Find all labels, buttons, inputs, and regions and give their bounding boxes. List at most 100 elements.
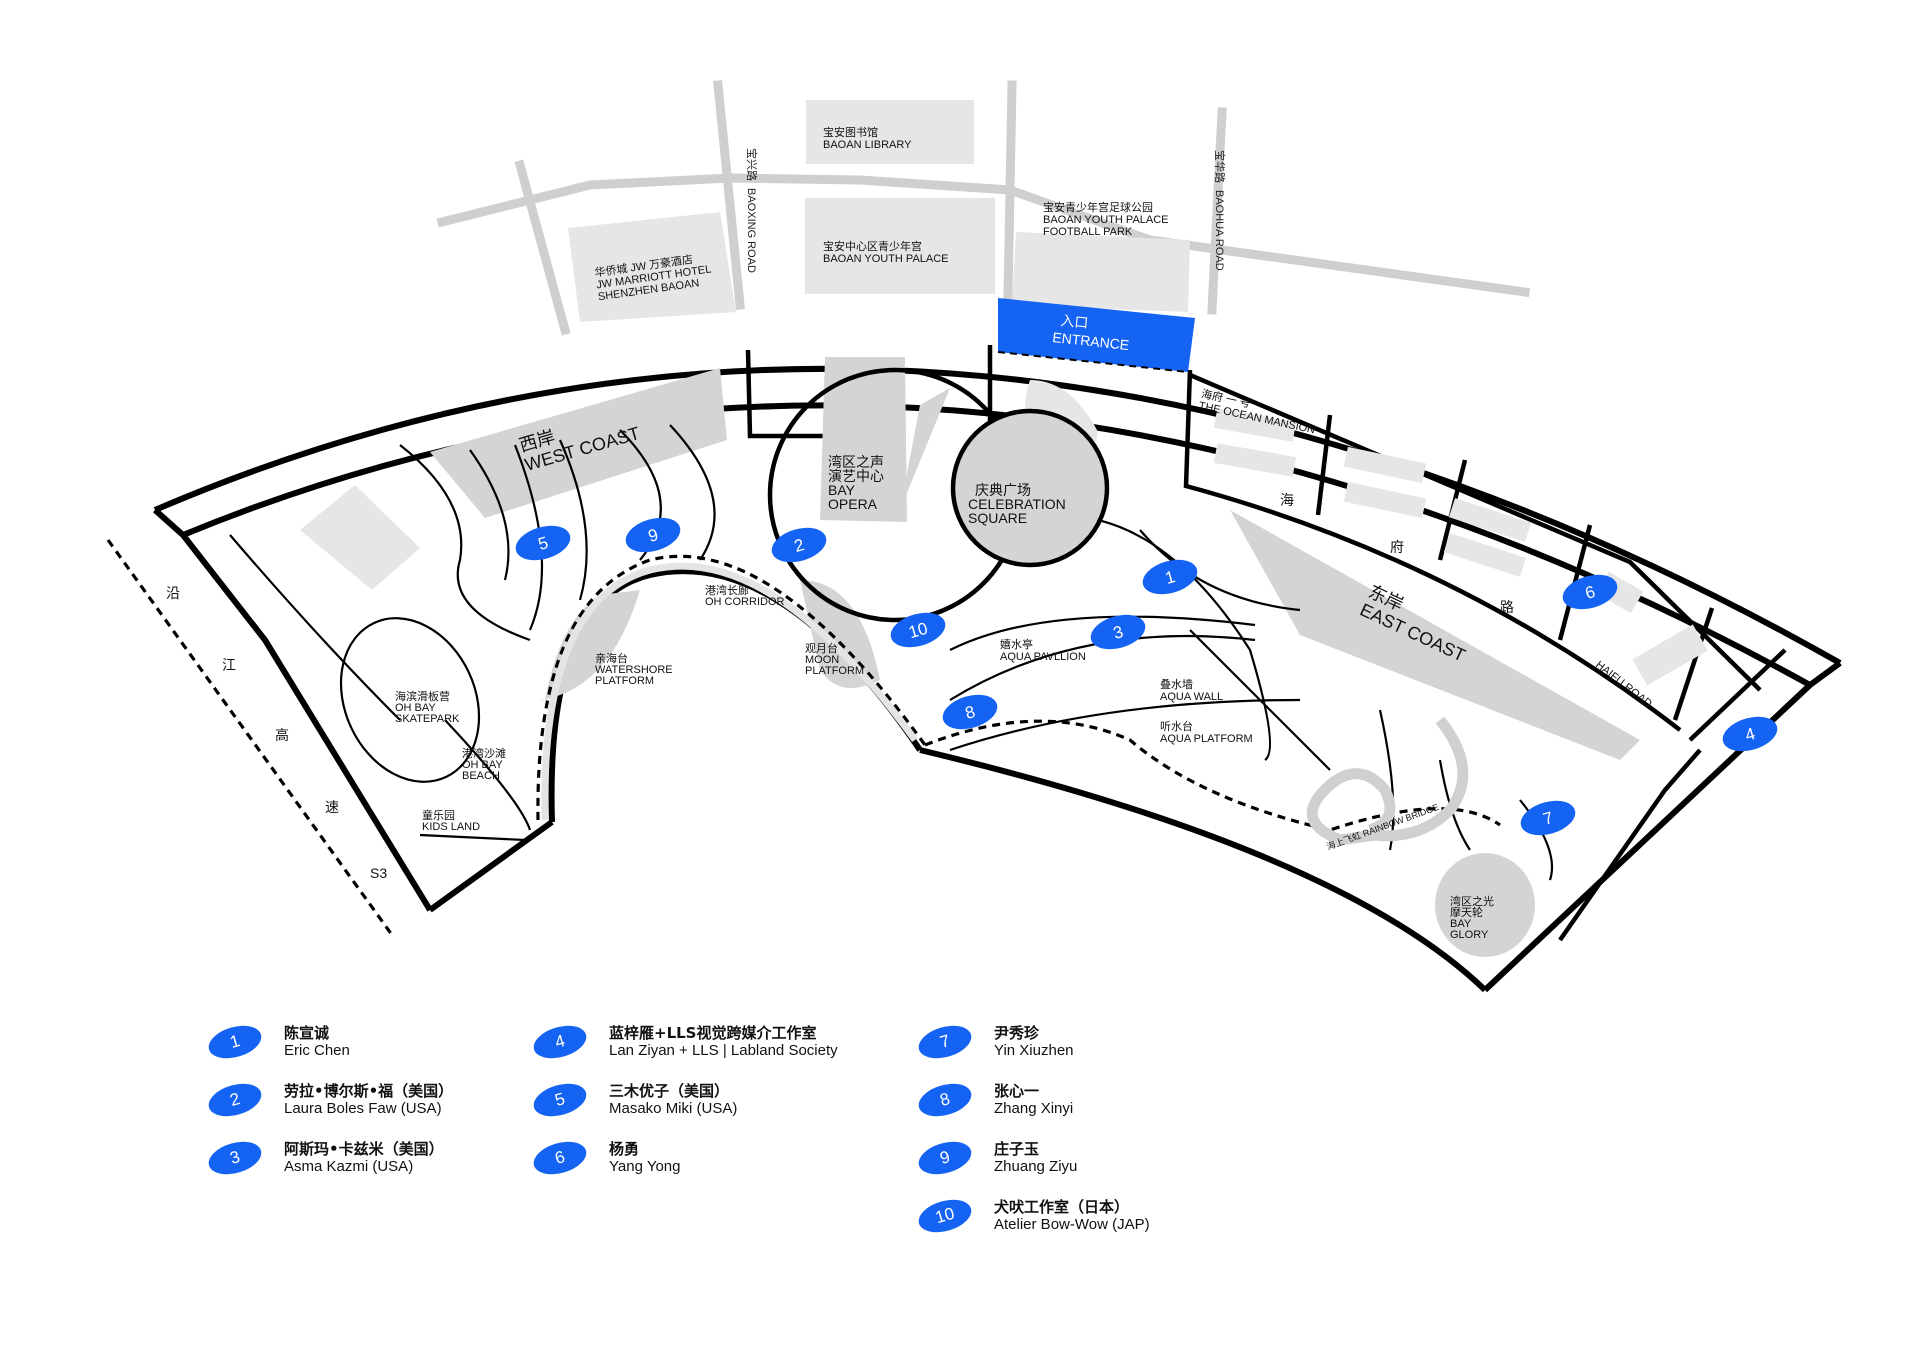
library-label-zh: 宝安图书馆 <box>823 125 878 139</box>
legend-badge: 6 <box>529 1136 591 1180</box>
legend-artist-en: Yin Xiuzhen <box>994 1042 1074 1059</box>
legend-badge: 1 <box>204 1020 266 1064</box>
square-label-en2: SQUARE <box>968 510 1027 526</box>
legend-badge: 10 <box>914 1194 976 1238</box>
legend-artist-zh: 杨勇 <box>609 1140 640 1158</box>
square-label-en1: CELEBRATION <box>968 496 1066 512</box>
skatepark-label-zh: 海滨滑板营 <box>395 689 450 703</box>
marker-shape <box>1722 716 1778 752</box>
marker-shape <box>771 527 827 563</box>
football-label-en2: FOOTBALL PARK <box>1043 226 1133 238</box>
marker-8[interactable]: 8 <box>939 689 1002 735</box>
watershore-platform <box>540 590 640 700</box>
legend-artist-zh: 三木优子（美国） <box>609 1082 730 1100</box>
opera-label-zh1: 湾区之声 <box>828 454 884 470</box>
corridor-label-zh: 港湾长廊 <box>705 583 749 597</box>
legend-item-3: 3 阿斯玛•卡兹米（美国）Asma Kazmi (USA) <box>204 1136 444 1180</box>
legend-badge: 2 <box>204 1078 266 1122</box>
legend-artist-en: Yang Yong <box>609 1158 681 1175</box>
s3-label-3: 高 <box>275 727 289 743</box>
legend-artist-zh: 庄子玉 <box>994 1140 1040 1158</box>
legend-artist-en: Zhang Xinyi <box>994 1100 1074 1117</box>
garden-paths <box>229 424 1554 881</box>
skatepark-label-en1: OH BAY <box>395 702 436 714</box>
opera-label-zh2: 演艺中心 <box>828 468 884 484</box>
legend-artist-zh: 阿斯玛•卡兹米（美国） <box>284 1140 444 1158</box>
haifu-road-3: 路 <box>1500 599 1514 615</box>
aqua-wall-label-en: AQUA WALL <box>1160 691 1223 703</box>
artwork-markers[interactable]: 1 2 3 4 5 6 7 8 9 10 <box>512 512 1782 841</box>
east-coast-zone <box>1230 510 1640 760</box>
moon-label-en1: MOON <box>805 654 839 666</box>
square-label-zh: 庆典广场 <box>975 482 1031 498</box>
corridor-label-en: OH CORRIDOR <box>705 596 785 608</box>
marker-shape <box>1520 800 1576 836</box>
pavilion-label-zh: 嬉水亭 <box>1000 637 1033 651</box>
marker-4[interactable]: 4 <box>1719 711 1782 757</box>
marker-shape <box>515 525 571 561</box>
legend-artist-zh: 蓝梓雁+LLS视觉跨媒介工作室 <box>609 1024 817 1042</box>
haifu-road-2: 府 <box>1390 539 1404 555</box>
marker-2[interactable]: 2 <box>768 522 831 568</box>
s3-label-1: 沿 <box>166 585 180 601</box>
moon-label-en2: PLATFORM <box>805 665 864 677</box>
legend-artist-zh: 劳拉•博尔斯•福（美国） <box>284 1082 454 1100</box>
legend-artist-en: Asma Kazmi (USA) <box>284 1158 414 1175</box>
aqua-platform-label-en: AQUA PLATFORM <box>1160 733 1253 745</box>
legend-badge: 4 <box>529 1020 591 1064</box>
marker-5[interactable]: 5 <box>512 520 575 566</box>
s3-label-5: S3 <box>370 865 387 881</box>
legend-badge: 3 <box>204 1136 266 1180</box>
baohua-road-label-en: BAOHUA ROAD <box>1213 190 1225 271</box>
glory-label-en2: GLORY <box>1450 929 1489 941</box>
marker-1[interactable]: 1 <box>1139 554 1202 600</box>
watershore-label-en2: PLATFORM <box>595 675 654 687</box>
marker-10[interactable]: 10 <box>887 607 950 653</box>
s3-label-4: 速 <box>325 799 339 815</box>
opera-label-en2: OPERA <box>828 496 878 512</box>
entrance-block[interactable]: 入口 ENTRANCE <box>997 298 1195 373</box>
marker-6[interactable]: 6 <box>1559 569 1622 615</box>
legend-artist-zh: 陈宣诚 <box>284 1024 330 1042</box>
football-label-zh: 宝安青少年宫足球公园 <box>1043 200 1153 214</box>
moon-label-zh: 观月台 <box>805 641 838 655</box>
watershore-label-zh: 亲海台 <box>595 651 628 665</box>
kids-label-zh: 童乐园 <box>422 808 455 822</box>
marker-shape <box>1562 574 1618 610</box>
legend-artist-en: Masako Miki (USA) <box>609 1100 738 1117</box>
marker-3[interactable]: 3 <box>1087 609 1150 655</box>
marker-9[interactable]: 9 <box>622 512 685 558</box>
marker-shape <box>625 517 681 553</box>
legend-artist-zh: 尹秀珍 <box>994 1024 1040 1042</box>
legend-artist-en: Atelier Bow-Wow (JAP) <box>994 1216 1150 1233</box>
grey-zones <box>300 357 1708 957</box>
marker-shape <box>1142 559 1198 595</box>
west-coast-zone <box>430 368 727 518</box>
beach-label-en2: BEACH <box>462 770 500 782</box>
legend-artist-en: Lan Ziyan + LLS | Labland Society <box>609 1042 838 1059</box>
haifu-road-1: 海 <box>1280 492 1294 508</box>
beach-label-zh: 港湾沙滩 <box>462 746 506 760</box>
city-buildings <box>568 100 1190 322</box>
marker-7[interactable]: 7 <box>1517 795 1580 841</box>
baoxing-road-label-zh: 宝兴路 <box>745 148 759 181</box>
watershore-label-en1: WATERSHORE <box>595 664 673 676</box>
marker-shape <box>890 612 946 648</box>
glory-label-zh1: 湾区之光 <box>1450 894 1494 908</box>
legend-artist-zh: 张心一 <box>994 1082 1040 1100</box>
entrance-label-zh: 入口 <box>1060 312 1090 331</box>
beach-label-en1: OH BAY <box>462 759 503 771</box>
moon-platform <box>800 580 880 688</box>
baohua-road-label-zh: 宝华路 <box>1213 150 1227 183</box>
legend-badge: 7 <box>914 1020 976 1064</box>
football-label-en1: BAOAN YOUTH PALACE <box>1043 214 1169 226</box>
